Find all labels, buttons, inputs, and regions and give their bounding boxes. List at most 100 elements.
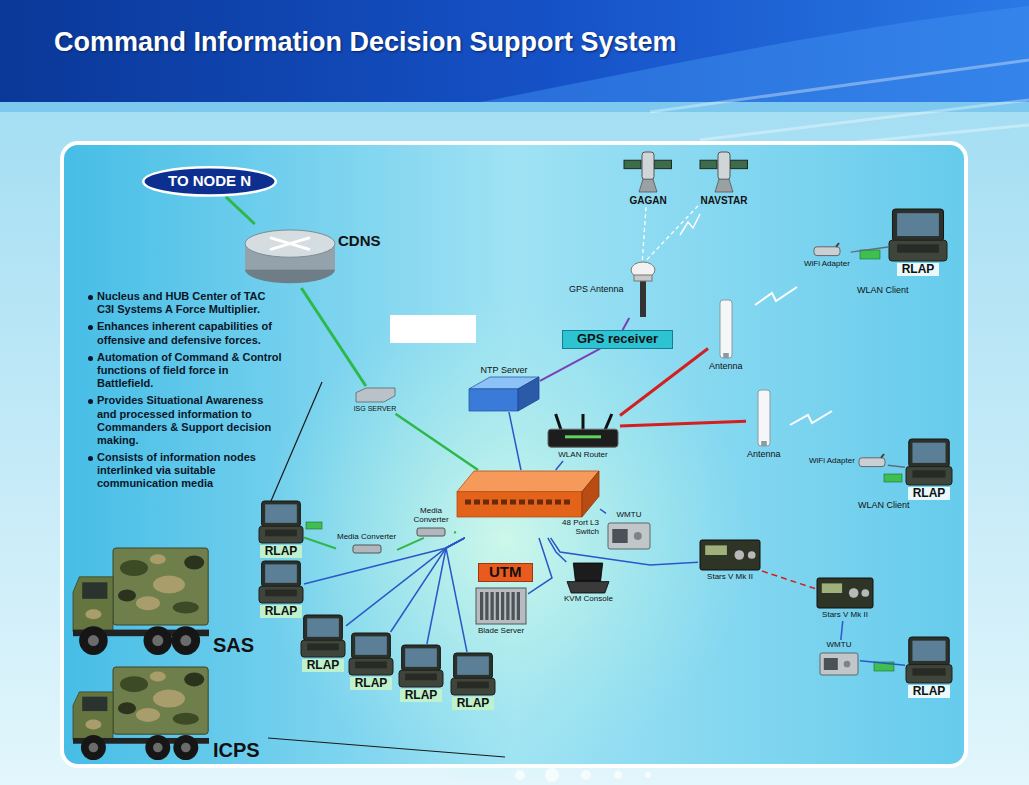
switch-port (492, 500, 498, 505)
wireless-symbol (680, 214, 700, 235)
l3-switch: 48 Port L3 Switch (456, 470, 600, 538)
server-body (356, 388, 395, 402)
sat-icon (623, 151, 673, 193)
panel-icon (719, 299, 733, 359)
laptop-drawing (301, 615, 345, 657)
wmtu-icon (607, 522, 651, 550)
node-label: RLAP (452, 697, 495, 710)
panel-antenna-body (720, 300, 732, 358)
wmtu-knob (844, 661, 851, 668)
router-case (548, 429, 618, 447)
connector-line (762, 571, 815, 589)
bullet-list: Nucleus and HUB Center of TAC C3I System… (97, 290, 283, 491)
radio-drawing (700, 540, 760, 570)
laptop-display (405, 648, 437, 666)
switch-port (564, 500, 570, 505)
truck-icon (71, 665, 211, 761)
camo-blotch (136, 708, 160, 722)
panel-antenna: Antenna (746, 388, 782, 460)
laptop-keys (912, 470, 945, 477)
ground-streaks (650, 60, 1029, 150)
ntp-server: NTP Server (468, 364, 540, 412)
bullet-point: Automation of Command & Control function… (97, 351, 283, 391)
wmtu-knob (634, 532, 642, 540)
gps-cap (634, 275, 652, 281)
satellite: NAVSTAR (698, 150, 750, 207)
laptop-display (912, 443, 945, 463)
sat-body (642, 152, 654, 180)
switch-front (457, 492, 582, 517)
truck-wheel (145, 735, 170, 760)
blade-slot (506, 592, 509, 620)
switch-side (582, 471, 599, 517)
wifi-body (814, 247, 840, 256)
panel-drawing (758, 390, 770, 446)
node-label: KVM Console (564, 595, 613, 604)
laptop-base (906, 467, 952, 485)
laptop-icon (349, 633, 393, 675)
mc-drawing (353, 545, 381, 553)
bullet-dot (88, 456, 93, 461)
node-label: GPS receiver (577, 332, 658, 347)
blade-slot (491, 592, 494, 620)
page-title: Command Information Decision Support Sys… (54, 27, 677, 58)
node-label: RLAP (908, 685, 951, 698)
lan-encryptor (306, 522, 322, 529)
camo-blotch (85, 609, 101, 619)
node-label: NTP Server (481, 365, 528, 375)
laptop-display (265, 504, 297, 522)
connector-line (301, 288, 365, 386)
bullet-point: Consists of information nodes interlinke… (97, 451, 283, 491)
banner-stripe (0, 102, 1029, 112)
laptop-keys (265, 530, 297, 537)
server-icon (353, 387, 397, 403)
ntp-side (518, 377, 539, 411)
laptop-drawing (889, 209, 947, 261)
node-label: RLAP (350, 677, 393, 690)
node-label: TO NODE N (168, 173, 251, 190)
laptop-screen (262, 561, 301, 587)
laptop-drawing (259, 561, 303, 603)
blade-slots (480, 592, 520, 620)
wlan-router: WLAN Router (546, 412, 620, 461)
wifi-stub (881, 454, 884, 458)
blade-chassis (476, 588, 526, 624)
sat-panel (624, 160, 641, 168)
camo-blotch (120, 676, 148, 692)
wifi-drawing (814, 243, 840, 256)
laptop-drawing (451, 653, 495, 695)
kvm-icon (567, 563, 609, 593)
truck-cargo (113, 548, 208, 625)
sat-body (718, 152, 730, 180)
wifi-adapter: WiFi Adapter (803, 241, 851, 270)
bullet-point: Enhances inherent capabilities of offens… (97, 320, 283, 346)
node-label: RLAP (302, 659, 345, 672)
gpsant-icon (626, 261, 660, 317)
connector-line (620, 349, 708, 416)
laptop-icon (259, 501, 303, 543)
connector-line (860, 661, 905, 666)
converter-case (417, 528, 445, 536)
connector-line (548, 538, 567, 562)
center-glow (260, 295, 750, 785)
mc-drawing (417, 528, 445, 536)
connector-line (620, 421, 746, 426)
wmtu-drawing (608, 523, 650, 549)
router-drawing (245, 230, 335, 283)
camo-blotch (173, 713, 199, 725)
truck-wheel (173, 735, 198, 760)
node-ellipse: TO NODE N (142, 166, 277, 197)
camo-blotch (153, 576, 185, 594)
laptop-display (355, 636, 387, 654)
sat-icon (699, 151, 749, 193)
connectors (226, 197, 905, 665)
node-label: Media Converter (409, 507, 453, 525)
laptop-screen (892, 209, 943, 241)
wmtu-panel (824, 658, 838, 670)
bullet-point: Provides Situational Awareness and proce… (97, 394, 283, 447)
laptop-screen (304, 615, 343, 641)
laptop-keys (897, 244, 939, 252)
laptop-keys (405, 674, 437, 681)
bullet-dot (88, 356, 93, 361)
